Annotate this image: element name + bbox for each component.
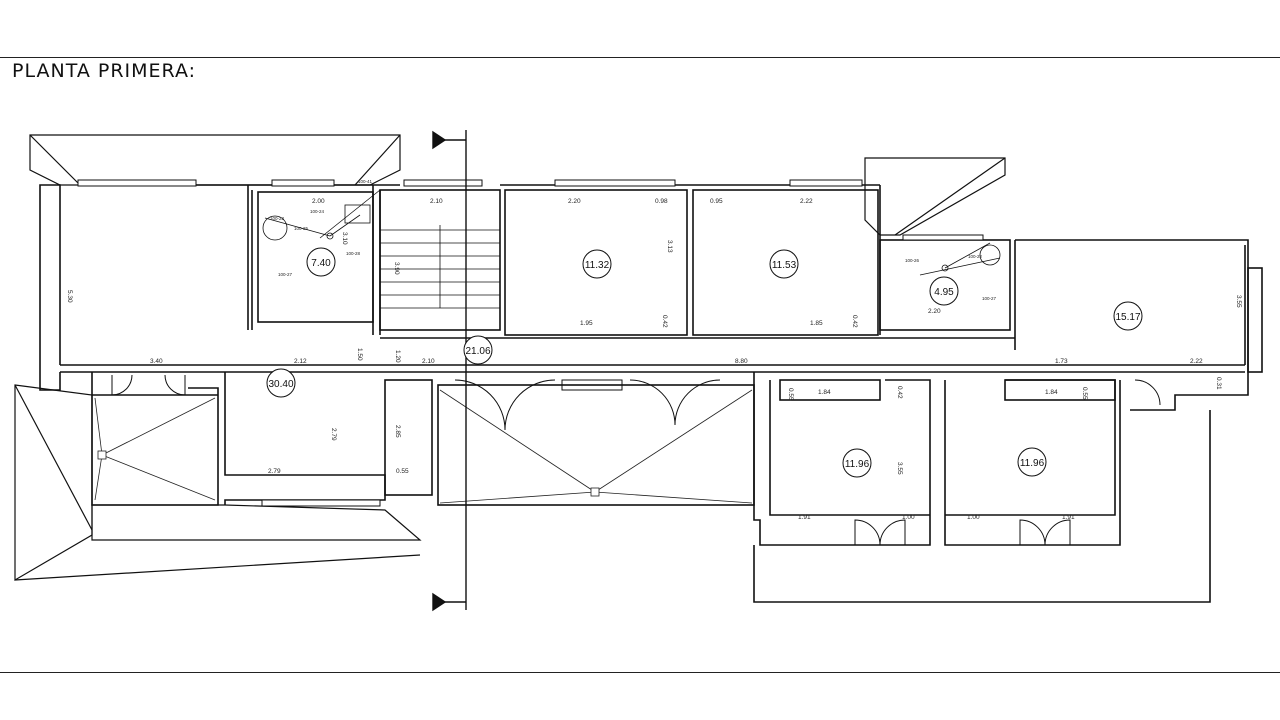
bath-fixtures: [262, 189, 1001, 276]
dim-label: 2.20: [568, 198, 581, 205]
fixture-tag: 100-27: [278, 272, 293, 277]
section-markers: [432, 130, 467, 612]
area-bedroom-5: 11.96: [1020, 458, 1045, 469]
dim-label: 3.40: [150, 358, 163, 365]
dim-label: 0.98: [655, 198, 668, 205]
dim-label: 3.13: [666, 240, 673, 253]
top-rule: [0, 57, 1280, 58]
dim-label: 0.42: [661, 315, 668, 328]
dim-label: 1.00: [902, 514, 915, 521]
dim-label: 2.85: [394, 425, 401, 438]
dim-label: 2.20: [928, 308, 941, 315]
area-bath-1: 7.40: [311, 258, 331, 269]
doors: [111, 374, 1161, 546]
plan-title: PLANTA PRIMERA:: [12, 60, 197, 82]
fixture-tag: 100-24: [310, 209, 325, 214]
dim-label: 0.42: [851, 315, 858, 328]
dim-label: 1.50: [356, 348, 363, 361]
area-labels: 30.40 7.40 21.06 11.32 11.53 4.95 15.17 …: [268, 258, 1140, 470]
roof-slopes: [14, 134, 1006, 582]
fixture-tag: 100-25: [294, 226, 309, 231]
dim-label: 2.22: [1190, 358, 1203, 365]
dim-label: 1.84: [818, 389, 831, 396]
dim-label: 1.00: [967, 514, 980, 521]
dim-label: 0.55: [396, 468, 409, 475]
dim-label: 0.55: [1081, 387, 1088, 400]
area-corridor: 21.06: [465, 346, 490, 357]
dim-label: 3.90: [393, 262, 400, 275]
fixture-tag: 100-41: [358, 179, 373, 184]
dimension-labels: 5.30 2.00 2.10 2.20 0.98 0.95 2.22 3.13 …: [66, 198, 1242, 521]
dim-label: 2.10: [422, 358, 435, 365]
dim-label: 2.10: [430, 198, 443, 205]
dim-label: 3.55: [896, 462, 903, 475]
dim-label: 0.42: [896, 386, 903, 399]
dim-label: 1.73: [1055, 358, 1068, 365]
dim-label: 3.55: [1235, 295, 1242, 308]
dim-label: 1.95: [580, 320, 593, 327]
dim-label: 0.55: [787, 388, 794, 401]
skylight-lines: [94, 389, 753, 504]
stair-treads: [380, 225, 500, 309]
walls: [39, 184, 1263, 603]
dim-label: 1.85: [810, 320, 823, 327]
area-bedroom-4: 11.96: [845, 459, 870, 470]
dim-label: 1.91: [1062, 514, 1075, 521]
dim-label: 3.10: [341, 232, 348, 245]
fixture-tag: 100-26: [905, 258, 920, 263]
dim-label: 1.84: [1045, 389, 1058, 396]
area-bedroom-2: 11.53: [772, 260, 797, 271]
fixture-tag: 100-23: [270, 216, 285, 221]
dim-label: 2.12: [294, 358, 307, 365]
dim-label: 5.30: [66, 290, 73, 303]
dim-label: 2.79: [268, 468, 281, 475]
fixture-tag: 100-28: [346, 251, 361, 256]
dim-label: 2.79: [330, 428, 337, 441]
area-bath-2: 4.95: [934, 287, 954, 298]
area-circles: [266, 247, 1143, 478]
dim-label: 2.00: [312, 198, 325, 205]
fixture-tag: 100-27: [982, 296, 997, 301]
dim-label: 8.80: [735, 358, 748, 365]
fixture-labels: 100-41 100-23 100-24 100-25 100-27 100-2…: [270, 179, 997, 301]
dim-label: 1.91: [798, 514, 811, 521]
dim-label: 0.95: [710, 198, 723, 205]
fixture-tag: 100-22: [968, 254, 983, 259]
bottom-rule: [0, 672, 1280, 673]
dim-label: 1.20: [394, 350, 401, 363]
windows: [77, 179, 984, 507]
area-bedroom-1: 11.32: [585, 260, 610, 271]
area-living: 30.40: [268, 379, 293, 390]
dim-label: 2.22: [800, 198, 813, 205]
dim-label: 0.31: [1215, 377, 1222, 390]
area-bedroom-3: 15.17: [1115, 312, 1140, 323]
